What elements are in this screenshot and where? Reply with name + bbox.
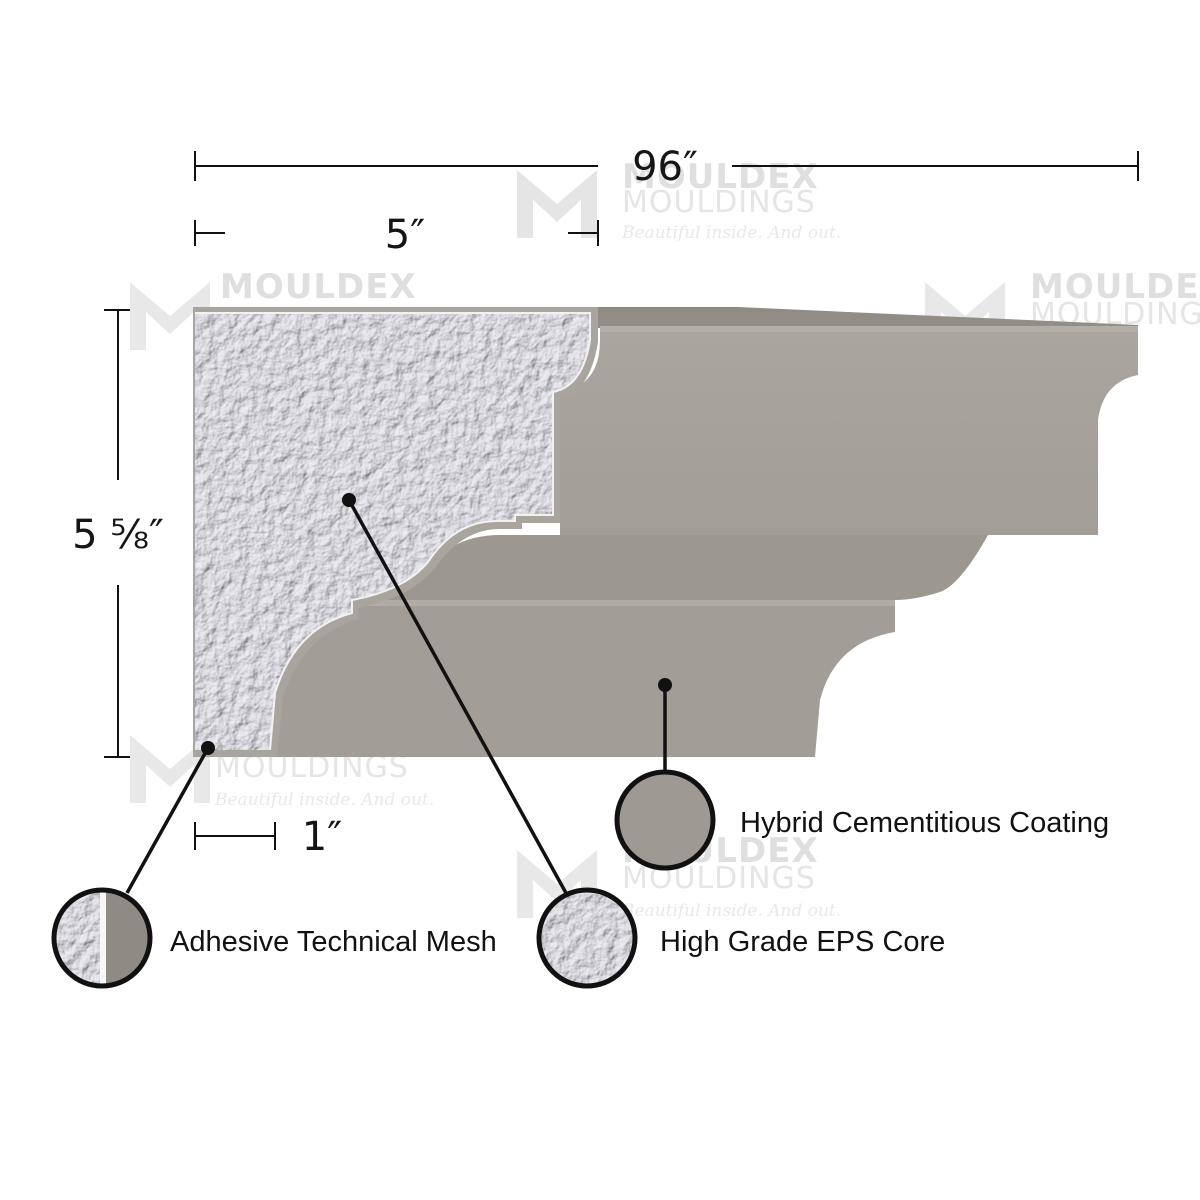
- core-swatch: [536, 887, 638, 989]
- dimension-height-label: 5 ⅝″: [72, 512, 164, 558]
- mesh-swatch: [51, 887, 153, 989]
- moulding-profile: [193, 307, 1138, 757]
- moulding-lower-band: [270, 600, 895, 757]
- coating-marker-dot: [658, 678, 672, 692]
- watermark-brand-1: MOULDEX: [622, 157, 819, 197]
- moulding-cove: [350, 535, 988, 600]
- watermark-brand-3: MOULDEX: [1030, 267, 1200, 307]
- callout-leaders: [125, 499, 667, 894]
- dimension-projection-label: 5″: [385, 212, 425, 258]
- watermark-brand-2: MOULDEX: [220, 267, 417, 307]
- dimension-length-label: 96″: [632, 144, 698, 190]
- watermark-tagline-4: Beautiful inside. And out.: [214, 790, 434, 810]
- dimension-lines: [104, 151, 1139, 850]
- watermark-sub-1: MOULDINGS: [622, 185, 816, 220]
- core-label: High Grade EPS Core: [660, 926, 945, 958]
- dimension-base-label: 1″: [302, 814, 342, 860]
- watermark-tagline-1: Beautiful inside. And out.: [621, 223, 841, 243]
- coating-label: Hybrid Cementitious Coating: [740, 807, 1109, 839]
- core-marker-dot: [342, 493, 356, 507]
- coating-swatch: [614, 769, 716, 871]
- moulding-front-face: [560, 326, 1138, 535]
- mesh-label: Adhesive Technical Mesh: [170, 926, 497, 958]
- mesh-marker-dot: [201, 741, 215, 755]
- watermark-tagline-5: Beautiful inside. And out.: [621, 901, 841, 921]
